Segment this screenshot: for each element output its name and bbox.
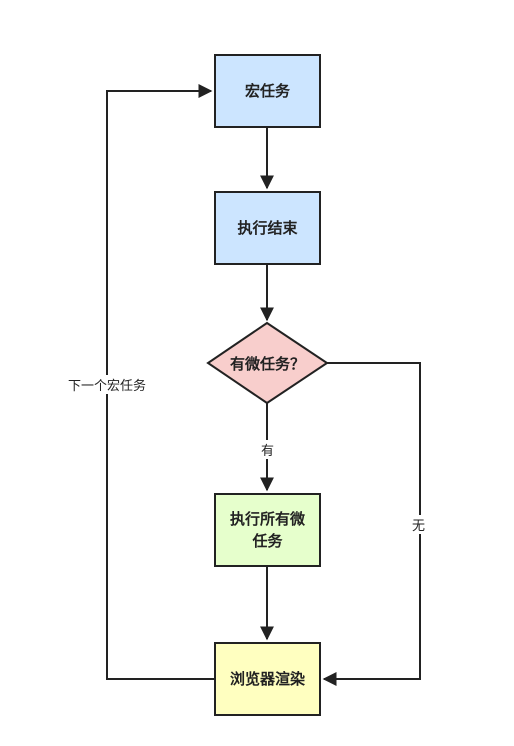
node-execute-all-micro-label: 执行所有微任务 [229, 510, 305, 550]
node-execute-all-micro: 执行所有微任务 [214, 493, 321, 567]
node-browser-render-label: 浏览器渲染 [229, 670, 305, 688]
node-macro-task-label: 宏任务 [244, 82, 290, 100]
node-has-micro-task-label: 有微任务？ [229, 354, 305, 373]
edge-label-next-macro: 下一个宏任务 [66, 375, 149, 394]
node-execution-end: 执行结束 [214, 191, 321, 265]
node-macro-task: 宏任务 [214, 54, 321, 128]
edge-label-no: 无 [410, 515, 428, 534]
node-browser-render: 浏览器渲染 [214, 642, 321, 716]
node-execution-end-label: 执行结束 [237, 219, 298, 237]
edge-label-yes: 有 [259, 440, 277, 459]
edge-decision-no [322, 362, 421, 686]
